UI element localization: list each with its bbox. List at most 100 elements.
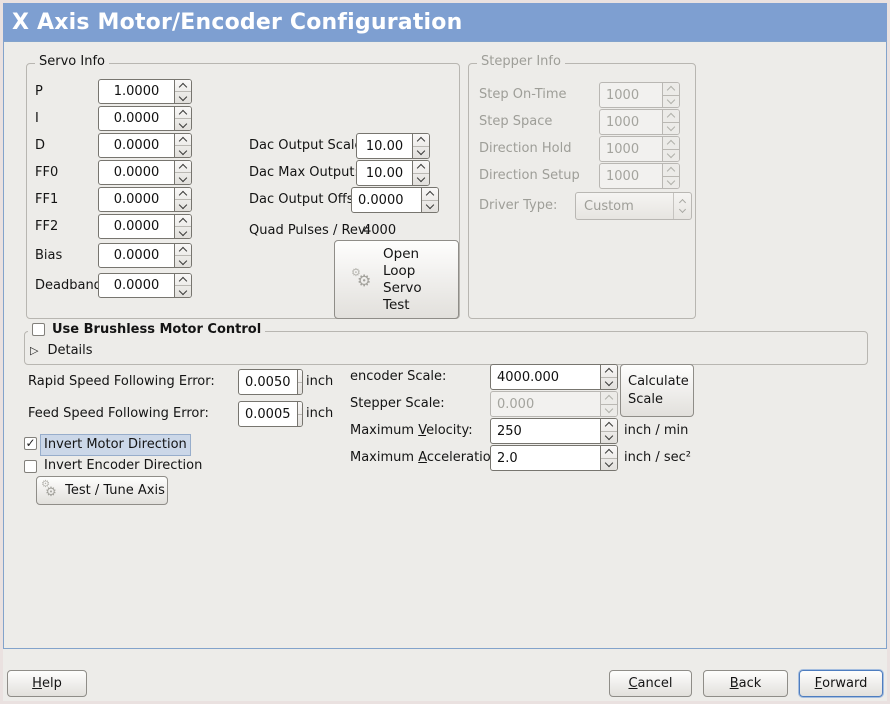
invert-motor-checkbox[interactable]: ✓ <box>24 436 37 450</box>
i-spin-buttons[interactable] <box>174 107 191 130</box>
dac-max-output-spinbox[interactable]: 10.00 <box>356 160 430 186</box>
spin-up-icon[interactable] <box>416 136 426 145</box>
spin-up-icon[interactable] <box>178 276 188 285</box>
feed-error-spinbox[interactable]: 0.0005 <box>238 401 303 427</box>
dac-output-offset-spin-buttons[interactable] <box>421 188 438 212</box>
i-spinbox[interactable]: 0.0000 <box>98 106 192 131</box>
ff2-value[interactable]: 0.0000 <box>113 219 160 234</box>
spin-down-icon[interactable] <box>604 459 614 468</box>
spin-down-icon[interactable] <box>178 227 188 236</box>
ff1-spinbox[interactable]: 0.0000 <box>98 187 192 212</box>
dac-output-scale-spinbox[interactable]: 10.00 <box>356 133 430 159</box>
spin-down-icon[interactable] <box>178 92 188 101</box>
spin-up-icon[interactable] <box>416 163 426 172</box>
max-velocity-unit: inch / min <box>624 423 689 438</box>
feed-error-value[interactable]: 0.0005 <box>245 406 291 422</box>
ff0-spinbox[interactable]: 0.0000 <box>98 160 192 185</box>
max-velocity-value[interactable]: 250 <box>497 423 522 439</box>
max-acceleration-value[interactable]: 2.0 <box>497 450 518 466</box>
invert-encoder-label[interactable]: Invert Encoder Direction <box>44 458 203 473</box>
max-acceleration-spin-buttons[interactable] <box>600 446 617 470</box>
spin-up-icon[interactable] <box>178 163 188 172</box>
dac-output-offset-spinbox[interactable]: 0.0000 <box>351 187 439 213</box>
test-tune-axis-label: Test / Tune Axis <box>65 483 165 498</box>
spin-down-icon[interactable] <box>178 256 188 265</box>
deadband-value[interactable]: 0.0000 <box>113 278 160 293</box>
bias-spin-buttons[interactable] <box>174 244 191 267</box>
rapid-error-spin-buttons[interactable] <box>296 370 302 394</box>
max-acceleration-spinbox[interactable]: 2.0 <box>490 445 618 471</box>
encoder-scale-value[interactable]: 4000.000 <box>497 369 560 385</box>
bias-spinbox[interactable]: 0.0000 <box>98 243 192 268</box>
deadband-spinbox[interactable]: 0.0000 <box>98 273 192 298</box>
use-brushless-label[interactable]: Use Brushless Motor Control <box>52 322 262 337</box>
spin-up-icon[interactable] <box>178 190 188 199</box>
max-velocity-spin-buttons[interactable] <box>600 419 617 443</box>
encoder-scale-spin-buttons[interactable] <box>600 365 617 389</box>
deadband-spin-buttons[interactable] <box>174 274 191 297</box>
max-velocity-spinbox[interactable]: 250 <box>490 418 618 444</box>
spin-up-icon[interactable] <box>178 82 188 91</box>
spin-down-icon[interactable] <box>416 174 426 183</box>
d-spin-buttons[interactable] <box>174 134 191 157</box>
p-spin-buttons[interactable] <box>174 80 191 103</box>
i-value[interactable]: 0.0000 <box>113 111 160 126</box>
p-spinbox[interactable]: 1.0000 <box>98 79 192 104</box>
spin-up-icon[interactable] <box>178 246 188 255</box>
dac-max-output-spin-buttons[interactable] <box>412 161 429 185</box>
dac-output-scale-value[interactable]: 10.00 <box>365 138 404 154</box>
rapid-error-value[interactable]: 0.0050 <box>245 374 291 390</box>
details-expander[interactable]: ▷ Details <box>30 343 93 358</box>
spin-down-icon[interactable] <box>301 415 302 424</box>
ff2-spin-buttons[interactable] <box>174 215 191 238</box>
spin-up-icon[interactable] <box>178 217 188 226</box>
spin-up-icon[interactable] <box>178 109 188 118</box>
spin-down-icon[interactable] <box>301 383 302 392</box>
bias-value[interactable]: 0.0000 <box>113 248 160 263</box>
d-spinbox[interactable]: 0.0000 <box>98 133 192 158</box>
spin-down-icon[interactable] <box>178 119 188 128</box>
spin-down-icon[interactable] <box>604 432 614 441</box>
calculate-scale-button[interactable]: Calculate Scale <box>620 364 694 417</box>
spin-down-icon[interactable] <box>425 201 435 210</box>
dac-output-offset-value[interactable]: 0.0000 <box>358 192 404 208</box>
invert-motor-label[interactable]: Invert Motor Direction <box>40 434 191 456</box>
dac-max-output-value[interactable]: 10.00 <box>365 165 404 181</box>
ff2-spinbox[interactable]: 0.0000 <box>98 214 192 239</box>
spin-up-icon[interactable] <box>604 448 614 457</box>
spin-up-icon[interactable] <box>301 404 302 413</box>
spin-up-icon[interactable] <box>178 136 188 145</box>
test-tune-axis-button[interactable]: ⚙ ⚙ Test / Tune Axis <box>36 476 168 505</box>
spin-down-icon[interactable] <box>416 147 426 156</box>
spin-up-icon[interactable] <box>425 190 435 199</box>
spin-up-icon[interactable] <box>604 421 614 430</box>
feed-error-spin-buttons[interactable] <box>296 402 302 426</box>
expander-arrow-icon[interactable]: ▷ <box>30 344 39 357</box>
dac-output-scale-spin-buttons[interactable] <box>412 134 429 158</box>
spin-down-icon[interactable] <box>178 200 188 209</box>
ff0-value[interactable]: 0.0000 <box>113 165 160 180</box>
encoder-scale-spinbox[interactable]: 4000.000 <box>490 364 618 390</box>
encoder-scale-label: encoder Scale: <box>350 369 447 384</box>
spin-down-icon[interactable] <box>178 173 188 182</box>
ff1-value[interactable]: 0.0000 <box>113 192 160 207</box>
spin-up-icon[interactable] <box>301 372 302 381</box>
spin-up-icon[interactable] <box>604 367 614 376</box>
d-value[interactable]: 0.0000 <box>113 138 160 153</box>
invert-encoder-checkbox[interactable] <box>24 460 37 473</box>
spin-down-icon[interactable] <box>178 286 188 295</box>
spin-down-icon[interactable] <box>604 378 614 387</box>
p-value[interactable]: 1.0000 <box>113 84 160 99</box>
rapid-error-spinbox[interactable]: 0.0050 <box>238 369 303 395</box>
details-label[interactable]: Details <box>47 343 93 358</box>
ff1-spin-buttons[interactable] <box>174 188 191 211</box>
spin-down-icon[interactable] <box>178 146 188 155</box>
ff0-spin-buttons[interactable] <box>174 161 191 184</box>
use-brushless-checkbox[interactable] <box>32 323 45 336</box>
open-loop-servo-test-button[interactable]: ⚙ ⚙ Open Loop Servo Test <box>334 240 459 319</box>
